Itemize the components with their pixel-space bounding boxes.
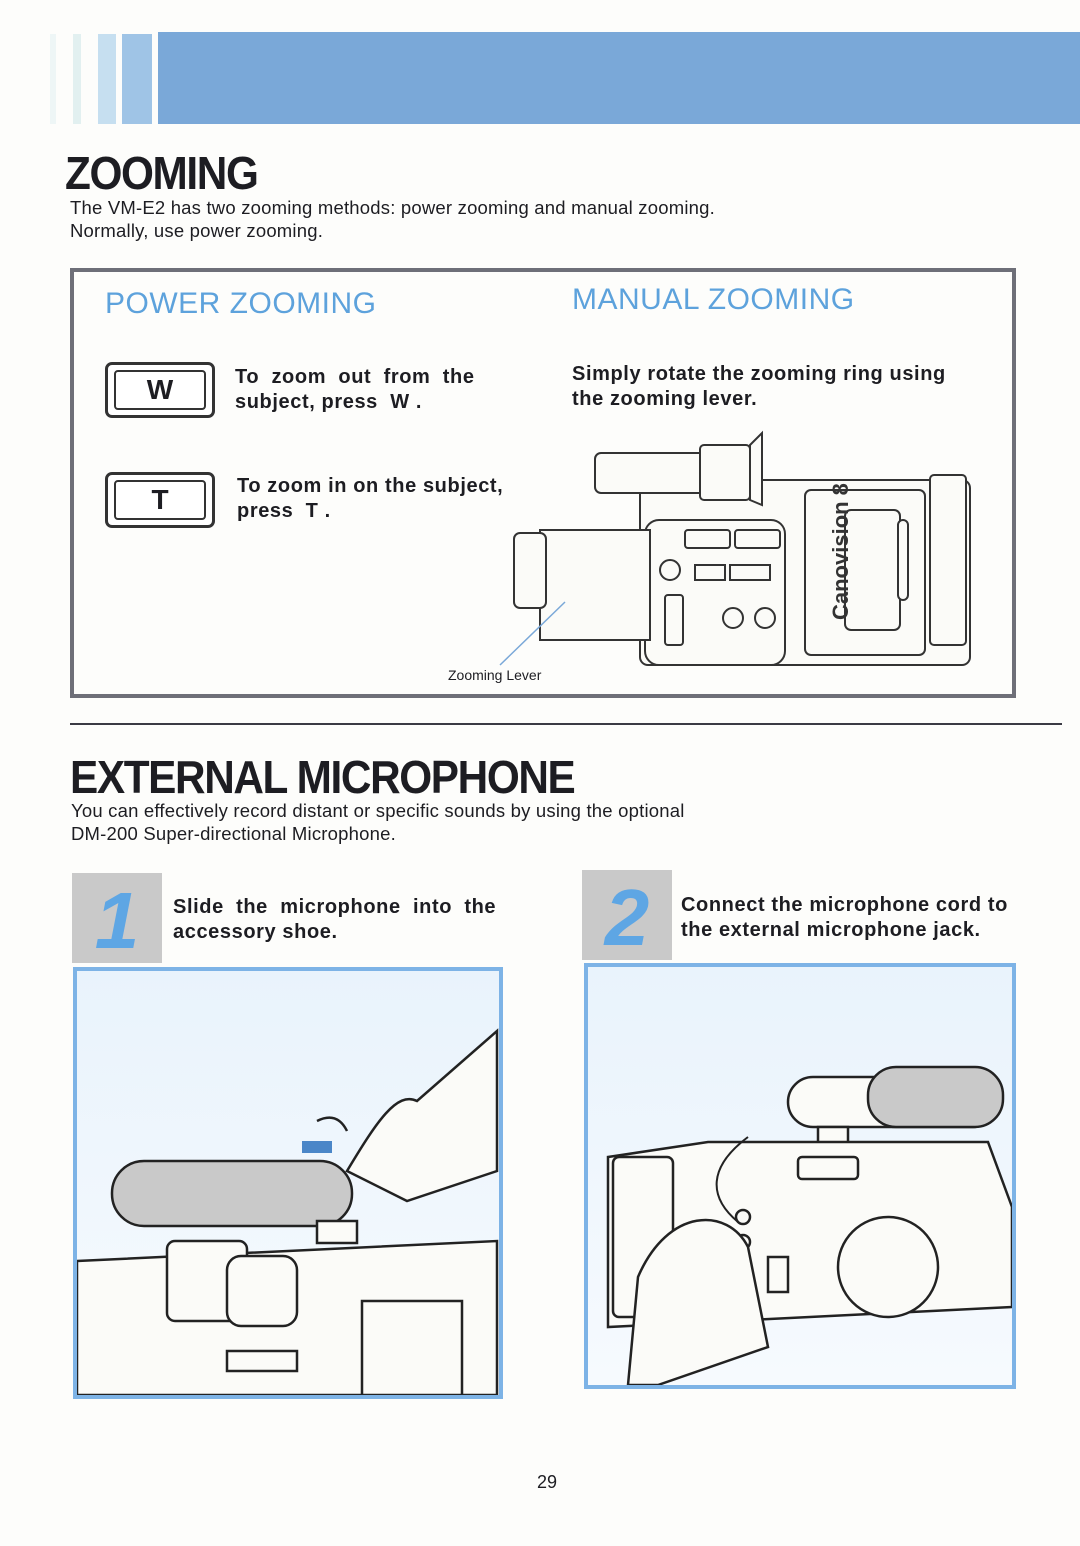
intro-line: You can effectively record distant or sp… — [71, 800, 685, 821]
step-number: 1 — [94, 876, 140, 965]
step-2-illustration — [584, 963, 1016, 1389]
step-2-badge: 2 — [582, 870, 672, 962]
power-zooming-heading: POWER ZOOMING — [105, 287, 377, 320]
step-1-text: Slide the microphone into the accessory … — [173, 895, 496, 945]
text-line: Simply rotate the zooming ring using — [572, 363, 946, 385]
w-instruction: To zoom out from the subject, press W . — [235, 365, 475, 415]
w-key-icon: W — [105, 362, 215, 418]
zooming-intro: The VM-E2 has two zooming methods: power… — [70, 196, 715, 242]
callout-line — [499, 601, 566, 666]
t-key-label: T — [114, 480, 206, 520]
text-line: subject, press W . — [235, 391, 423, 413]
section-divider — [70, 723, 1062, 725]
microphone-title: EXTERNAL MICROPHONE — [70, 751, 576, 803]
text-line: Connect the microphone cord to — [681, 894, 1008, 916]
step-number: 2 — [604, 873, 650, 962]
intro-line: Normally, use power zooming. — [70, 220, 324, 241]
w-key-label: W — [114, 370, 206, 410]
text-line: the external microphone jack. — [681, 919, 981, 941]
step-1-badge: 1 — [72, 873, 162, 965]
camera-brand: Canovision 8 — [828, 483, 853, 620]
t-key-icon: T — [105, 472, 215, 528]
intro-line: The VM-E2 has two zooming methods: power… — [70, 197, 715, 218]
camcorder-illustration: Canovision 8 — [513, 430, 971, 666]
intro-line: DM-200 Super-directional Microphone. — [71, 823, 396, 844]
text-line: To zoom in on the subject, — [237, 475, 504, 497]
text-line: press T . — [237, 500, 331, 522]
text-line: the zooming lever. — [572, 388, 758, 410]
step-1-illustration — [73, 967, 503, 1399]
page-number: 29 — [537, 1472, 558, 1492]
step-2-text: Connect the microphone cord to the exter… — [681, 893, 1008, 943]
text-line: accessory shoe. — [173, 921, 338, 943]
manual-instruction: Simply rotate the zooming ring using the… — [572, 362, 946, 412]
microphone-intro: You can effectively record distant or sp… — [71, 799, 685, 845]
text-line: Slide the microphone into the — [173, 896, 497, 918]
zooming-title: ZOOMING — [65, 147, 259, 199]
text-line: To zoom out from the — [235, 366, 475, 388]
zooming-box — [70, 268, 1016, 698]
zooming-lever-callout: Zooming Lever — [448, 667, 542, 683]
manual-zooming-heading: MANUAL ZOOMING — [572, 283, 855, 316]
t-instruction: To zoom in on the subject, press T . — [237, 474, 503, 524]
